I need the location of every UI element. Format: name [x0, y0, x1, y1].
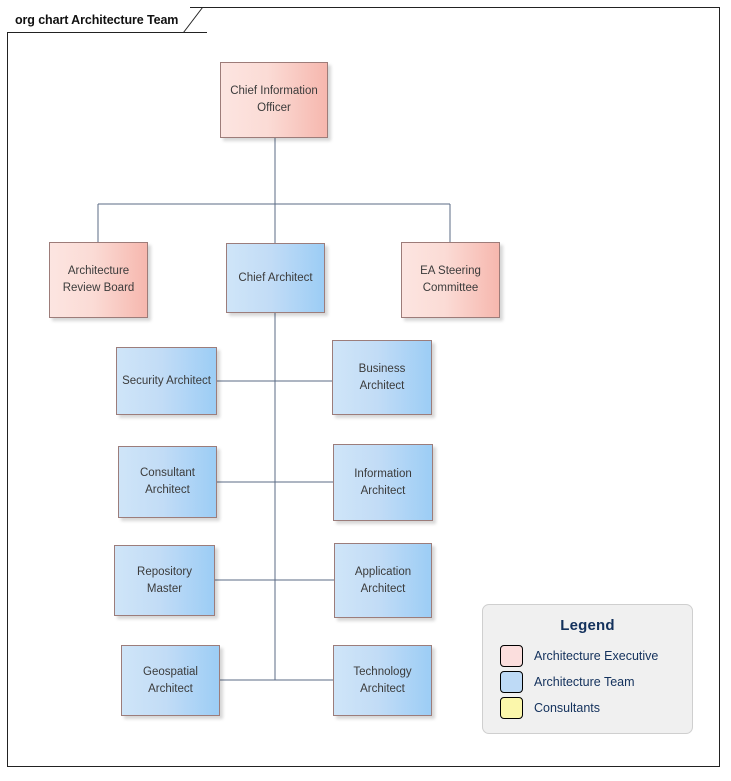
- node-application-architect[interactable]: Application Architect: [334, 543, 432, 618]
- node-geospatial-architect[interactable]: Geospatial Architect: [121, 645, 220, 716]
- legend-item-consultants: Consultants: [483, 695, 692, 721]
- legend-label-architecture-executive: Architecture Executive: [534, 649, 659, 663]
- title-tab-underline: [7, 32, 207, 33]
- node-label-line2: Architect: [145, 484, 190, 496]
- node-label-line1: Technology: [353, 665, 412, 678]
- title-tab-diagonal-edge: [183, 7, 203, 33]
- legend-item-architecture-team: Architecture Team: [483, 669, 692, 695]
- node-label-line2: Committee: [422, 282, 479, 294]
- node-label-line2: Review Board: [62, 282, 135, 294]
- node-label-line1: Consultant: [140, 467, 195, 480]
- node-label-line1: Chief Information: [230, 85, 318, 98]
- node-label-line2: Architect: [360, 682, 405, 695]
- node-ea-steering-committee[interactable]: EA Steering Committee: [401, 242, 500, 318]
- node-repository-master[interactable]: Repository Master: [114, 545, 215, 616]
- node-information-architect[interactable]: Information Architect: [333, 444, 433, 521]
- legend-swatch-architecture-executive: [500, 645, 523, 667]
- node-label-line1: Application: [354, 565, 412, 578]
- diagram-title-tab: org chart Architecture Team: [7, 7, 190, 33]
- node-label-line1: Security Architect: [122, 374, 211, 387]
- node-label-line1: Architecture: [67, 265, 130, 278]
- node-chief-information-officer[interactable]: Chief Information Officer: [220, 62, 328, 138]
- legend-swatch-consultants: [500, 697, 523, 719]
- legend-panel: Legend Architecture Executive Architectu…: [482, 604, 693, 734]
- node-label-line1: Repository Master: [137, 565, 192, 595]
- node-label-line2: Architect: [360, 582, 406, 595]
- node-consultant-architect[interactable]: Consultant Architect: [118, 446, 217, 518]
- node-label-line1: Information: [354, 467, 412, 480]
- legend-title: Legend: [560, 617, 615, 634]
- legend-label-architecture-team: Architecture Team: [534, 675, 635, 689]
- node-label-line2: Architect: [148, 682, 193, 695]
- legend-label-consultants: Consultants: [534, 701, 601, 715]
- node-label-line1: Business Architect: [358, 362, 406, 392]
- legend-item-architecture-executive: Architecture Executive: [483, 643, 692, 669]
- node-chief-architect[interactable]: Chief Architect: [226, 243, 325, 313]
- diagram-title: org chart Architecture Team: [15, 13, 179, 27]
- node-security-architect[interactable]: Security Architect: [116, 347, 217, 415]
- node-label-line2: Officer: [257, 102, 291, 114]
- node-architecture-review-board[interactable]: Architecture Review Board: [49, 242, 148, 318]
- node-label-line1: EA Steering: [420, 265, 481, 278]
- node-business-architect[interactable]: Business Architect: [332, 340, 432, 415]
- node-label-line1: Geospatial: [143, 665, 198, 678]
- node-technology-architect[interactable]: Technology Architect: [333, 645, 432, 716]
- node-label-line2: Architect: [360, 484, 406, 497]
- legend-swatch-architecture-team: [500, 671, 523, 693]
- title-tab-body: [7, 7, 190, 33]
- node-label-line1: Chief Architect: [238, 271, 313, 284]
